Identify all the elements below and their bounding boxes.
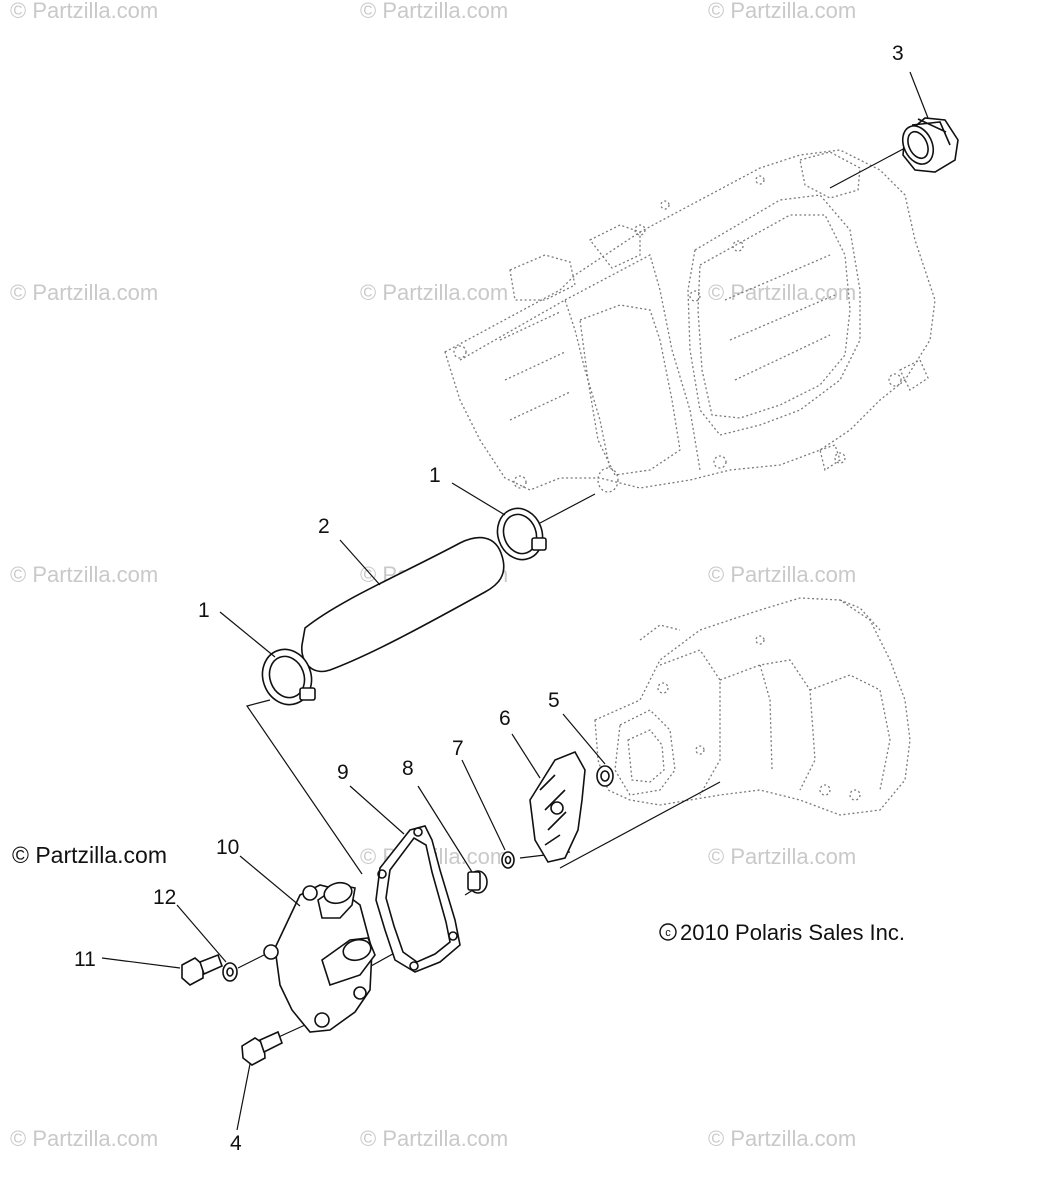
cylinder-head-phantom <box>444 149 936 493</box>
part-4-bolt <box>241 1030 283 1066</box>
callout-3: 3 <box>892 42 904 65</box>
callout-4: 4 <box>230 1132 242 1155</box>
watermark: © Partzilla.com <box>360 1126 508 1151</box>
callout-1-lower: 1 <box>198 599 210 622</box>
part-9-gasket <box>375 825 461 973</box>
watermark: © Partzilla.com <box>708 0 856 23</box>
part-10-pump-cover <box>263 881 376 1033</box>
watermark: © Partzilla.com <box>708 1126 856 1151</box>
callout-12: 12 <box>153 886 176 909</box>
watermark: © Partzilla.com <box>360 0 508 23</box>
part-1-clamp-upper <box>496 507 547 561</box>
watermark: © Partzilla.com <box>10 1126 158 1151</box>
watermark: © Partzilla.com <box>10 280 158 305</box>
callout-leaders <box>101 71 929 1131</box>
watermark: © Partzilla.com <box>10 562 158 587</box>
part-6-impeller <box>529 750 586 863</box>
part-12-washer <box>222 962 238 982</box>
part-8-plug <box>467 870 488 894</box>
part-2-hose <box>301 536 505 673</box>
watermark: © Partzilla.com <box>360 280 508 305</box>
watermark: © Partzilla.com <box>708 844 856 869</box>
brand-watermark: © Partzilla.com <box>12 842 167 868</box>
crankcase-phantom <box>594 597 911 816</box>
callout-7: 7 <box>452 737 464 760</box>
callout-10: 10 <box>216 836 239 859</box>
copyright-symbol: c <box>665 927 671 939</box>
copyright-note: c 2010 Polaris Sales Inc. <box>659 920 905 945</box>
part-7-washer <box>501 851 515 869</box>
watermark: © Partzilla.com <box>708 280 856 305</box>
callout-1-upper: 1 <box>429 464 441 487</box>
callout-9: 9 <box>337 761 349 784</box>
copyright-text: 2010 Polaris Sales Inc. <box>680 920 905 945</box>
part-3-fitting <box>901 117 959 173</box>
callout-6: 6 <box>499 707 511 730</box>
callout-11: 11 <box>74 948 96 971</box>
part-11-bolt <box>181 953 224 986</box>
callout-5: 5 <box>548 689 560 712</box>
callout-8: 8 <box>402 757 414 780</box>
callout-2: 2 <box>318 515 330 538</box>
watermark: © Partzilla.com <box>10 0 158 23</box>
watermark: © Partzilla.com <box>708 562 856 587</box>
part-1-clamp-lower <box>261 648 316 706</box>
copyright-circle-icon <box>659 923 677 941</box>
callouts: 1 2 3 1 5 6 7 8 9 10 12 11 4 <box>74 42 904 1155</box>
part-5-seal <box>596 765 614 787</box>
